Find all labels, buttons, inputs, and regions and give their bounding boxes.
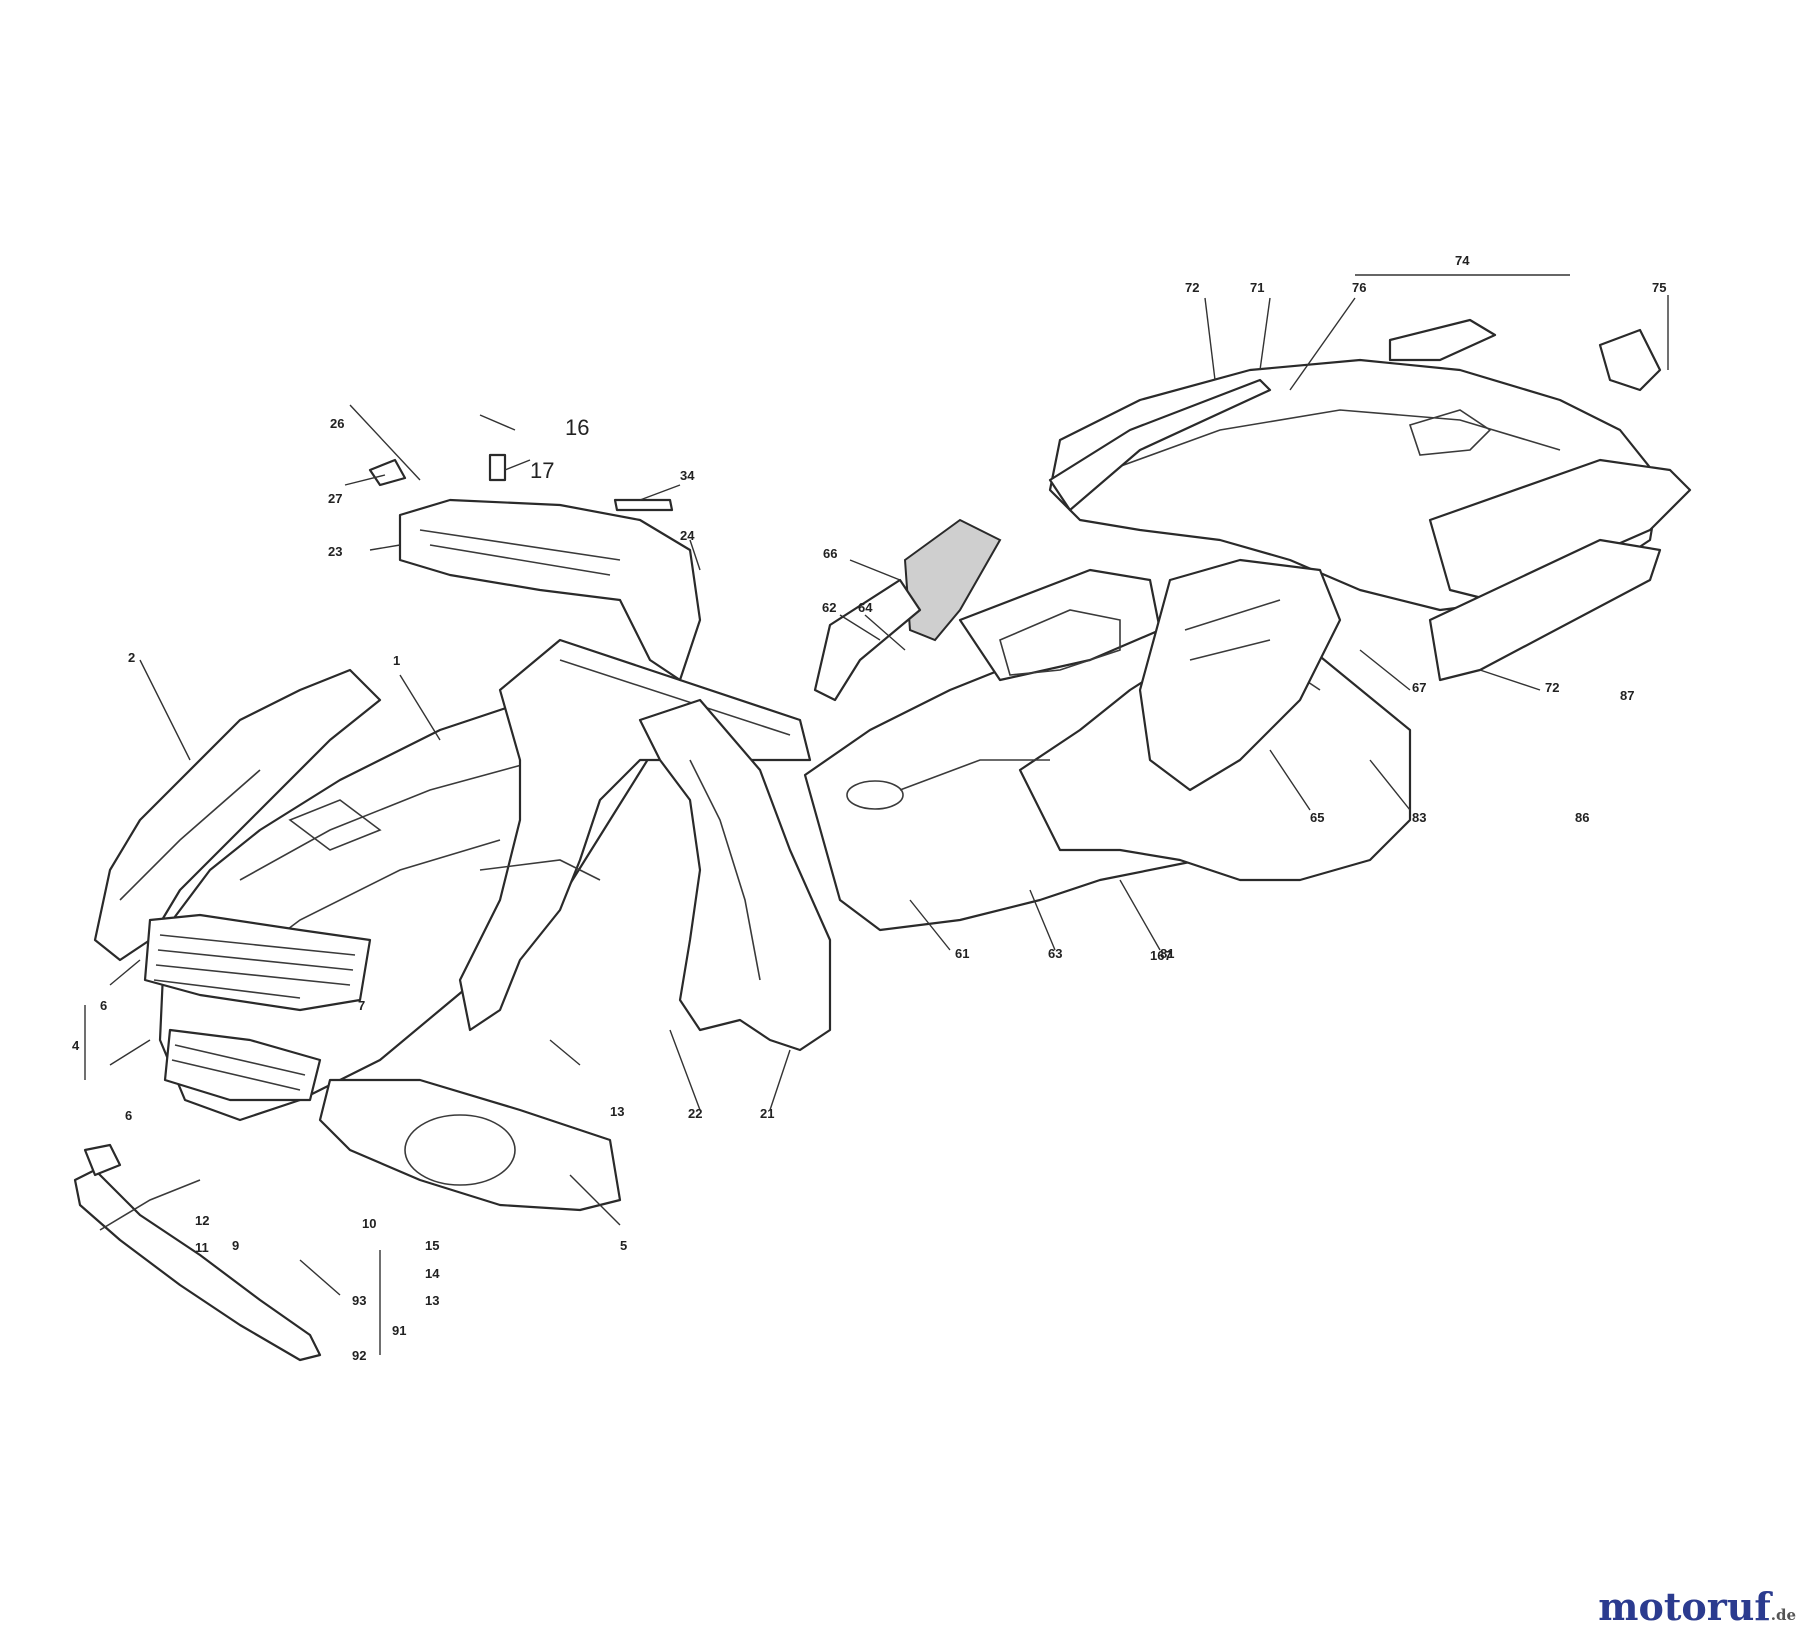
hood-assembly — [73, 638, 832, 1362]
callout-2: 2 — [128, 650, 135, 665]
callout-17: 17 — [530, 458, 554, 483]
motoruf-watermark: motoruf.de — [1598, 1584, 1796, 1629]
callout-12: 12 — [195, 1213, 209, 1228]
callout-76: 76 — [1352, 280, 1366, 295]
callout-63: 63 — [1048, 946, 1062, 961]
callout-64: 64 — [858, 600, 873, 615]
callout-83: 83 — [1412, 810, 1426, 825]
watermark-tld: .de — [1770, 1606, 1796, 1624]
callout-62: 62 — [822, 600, 836, 615]
callout-22: 22 — [688, 1106, 702, 1121]
callout-87: 87 — [1620, 688, 1634, 703]
callout-23: 23 — [328, 544, 342, 559]
callout-14: 14 — [425, 1266, 440, 1281]
callout-86: 86 — [1575, 810, 1589, 825]
callout-15: 15 — [425, 1238, 439, 1253]
callout-91: 91 — [392, 1323, 406, 1338]
callout-34: 34 — [680, 468, 695, 483]
callout-21: 21 — [760, 1106, 774, 1121]
callout-6b: 6 — [125, 1108, 132, 1123]
callout-81: 81 — [1160, 946, 1174, 961]
callout-93: 93 — [352, 1293, 366, 1308]
callout-167: 167 — [1150, 948, 1172, 963]
callout-65: 65 — [1310, 810, 1324, 825]
callout-6a: 6 — [100, 998, 107, 1013]
callout-71: 71 — [1250, 280, 1264, 295]
callout-75: 75 — [1652, 280, 1666, 295]
callout-13: 13 — [610, 1104, 624, 1119]
callout-11: 11 — [195, 1240, 209, 1255]
callout-92: 92 — [352, 1348, 366, 1363]
callout-7: 7 — [358, 998, 365, 1013]
callout-66: 66 — [823, 546, 837, 561]
callout-labels: 1 2 4 5 6 6 7 9 10 11 12 13 13 14 15 16 … — [72, 253, 1666, 1363]
rear-cover — [1048, 318, 1692, 792]
callout-67: 67 — [1412, 680, 1426, 695]
callout-24: 24 — [680, 528, 695, 543]
callout-16: 16 — [565, 415, 589, 440]
callout-1: 1 — [393, 653, 400, 668]
callout-4: 4 — [72, 1038, 80, 1053]
callout-9: 9 — [232, 1238, 239, 1253]
callout-74: 74 — [1455, 253, 1470, 268]
callout-72a: 72 — [1185, 280, 1199, 295]
callout-13b: 13 — [425, 1293, 439, 1308]
callout-26: 26 — [330, 416, 344, 431]
callout-27: 27 — [328, 491, 342, 506]
watermark-text: motoruf — [1598, 1584, 1771, 1629]
callout-5: 5 — [620, 1238, 627, 1253]
callout-72b: 72 — [1545, 680, 1559, 695]
leader-lines — [84, 274, 1669, 1355]
dash-panel — [368, 453, 702, 682]
callout-61: 61 — [955, 946, 969, 961]
callout-10: 10 — [362, 1216, 376, 1231]
